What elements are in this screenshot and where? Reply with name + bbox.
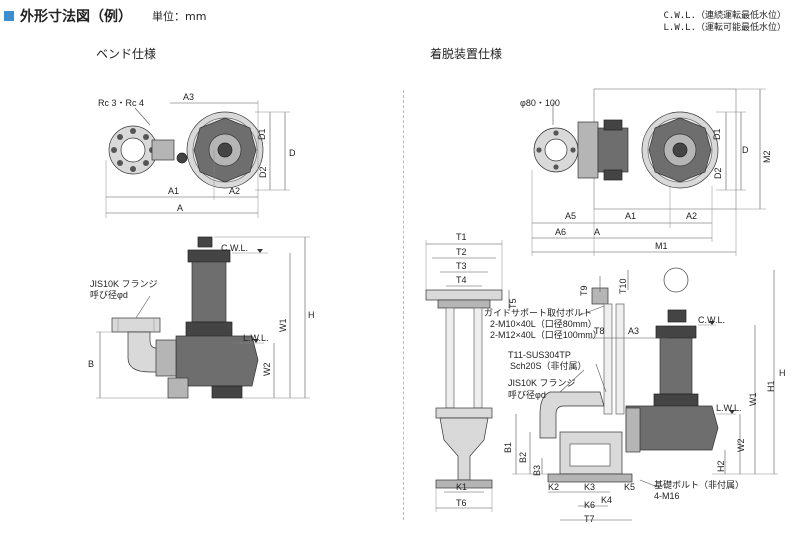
label-b2: B2 [518, 452, 528, 463]
label-jis-detach: JIS10K フランジ [508, 378, 576, 388]
label-a2-bend: A2 [229, 186, 240, 196]
label-t8: T8 [594, 326, 605, 336]
label-w1-detach: W1 [748, 393, 758, 407]
label-rc: Rc 3・Rc 4 [98, 98, 144, 108]
section-title-bend: ベンド仕様 [96, 47, 157, 61]
label-t5: T5 [508, 298, 518, 309]
label-h1: H1 [766, 380, 776, 392]
detach-side-view [539, 267, 719, 483]
label-d2-bend: D2 [258, 166, 268, 178]
label-a5: A5 [565, 211, 576, 221]
label-phi: φ80・100 [520, 98, 560, 108]
label-h-detach: H [779, 368, 786, 378]
label-b1: B1 [503, 442, 513, 453]
guide-column-dims [425, 240, 510, 512]
label-k4: K4 [601, 495, 612, 505]
detach-top-view [533, 88, 737, 210]
label-lwl-detach: L.W.L. [716, 403, 742, 413]
label-a6: A6 [555, 227, 566, 237]
label-t9: T9 [579, 285, 589, 296]
title-block: 外形寸法図（例） 単位：mm [4, 6, 206, 26]
label-m2: M2 [762, 150, 772, 163]
label-h2: H2 [716, 460, 726, 472]
label-nominal-detach: 呼び径φd [508, 389, 546, 400]
label-lwl-bend: L.W.L. [243, 333, 269, 343]
bend-top-view [108, 111, 264, 189]
label-t6: T6 [456, 498, 467, 508]
label-bolt100: 2-M12×40L（口径100mm） [490, 329, 602, 340]
bend-top-dims [105, 100, 290, 218]
page-title: 外形寸法図（例） [20, 9, 132, 25]
label-w1-bend: W1 [278, 319, 288, 333]
label-d1-bend: D1 [257, 128, 267, 140]
label-d-bend: D [289, 148, 296, 158]
label-d1-detach: D1 [712, 128, 722, 140]
bend-side-view [111, 236, 259, 399]
label-cwl-detach: C.W.L. [698, 315, 725, 325]
label-a-bend: A [177, 203, 183, 213]
label-nominal-bend: 呼び径φd [90, 289, 128, 300]
label-w2-bend: W2 [262, 363, 272, 377]
label-a2-detach: A2 [686, 211, 697, 221]
section-title-detach: 着脱装置仕様 [430, 47, 503, 61]
label-h-bend: H [308, 310, 315, 320]
unit-label: 単位：mm [152, 10, 207, 23]
label-w2-detach: W2 [736, 439, 746, 453]
label-b-bend: B [88, 359, 94, 369]
label-bolt80: 2-M10×40L（口径80mm） [490, 318, 597, 329]
label-pipe: T11-SUS304TP [508, 350, 571, 360]
label-d-detach: D [742, 145, 749, 155]
detach-side-dims [512, 270, 778, 521]
title-marker-icon [4, 11, 14, 21]
label-k2: K2 [548, 482, 559, 492]
label-a-detach: A [594, 227, 600, 237]
label-t2: T2 [456, 247, 467, 257]
label-anchor: 基礎ボルト（非付属） [654, 479, 744, 490]
label-k1: K1 [456, 482, 467, 492]
detach-top-dims [531, 88, 766, 256]
label-a1-bend: A1 [168, 186, 179, 196]
label-t10: T10 [618, 278, 628, 294]
label-a3-detach: A3 [628, 326, 639, 336]
label-t3: T3 [456, 261, 467, 271]
label-t7: T7 [584, 514, 595, 524]
label-b3: B3 [532, 465, 542, 476]
label-cwl-bend: C.W.L. [221, 243, 248, 253]
label-anchor-size: 4-M16 [654, 491, 680, 501]
label-k5: K5 [624, 482, 635, 492]
section-divider [403, 90, 404, 520]
label-pipe-sch: Sch20S（非付属） [510, 360, 587, 371]
label-k6: K6 [584, 500, 595, 510]
guide-column-view [425, 289, 503, 489]
label-guide-support: ガイドサポート取付ボルト [484, 308, 592, 318]
label-jis-bend: JIS10K フランジ [90, 279, 158, 289]
label-a3-bend: A3 [183, 92, 194, 102]
bend-side-dims [96, 236, 310, 399]
label-t1: T1 [456, 232, 467, 242]
label-m1: M1 [655, 241, 668, 251]
label-t4: T4 [456, 275, 467, 285]
label-k3: K3 [584, 482, 595, 492]
legend-lwl: L.W.L.（運転可能最低水位） [663, 23, 786, 33]
label-a1-detach: A1 [625, 211, 636, 221]
legend-cwl: C.W.L.（連続運転最低水位） [663, 11, 786, 21]
label-d2-detach: D2 [713, 167, 723, 179]
